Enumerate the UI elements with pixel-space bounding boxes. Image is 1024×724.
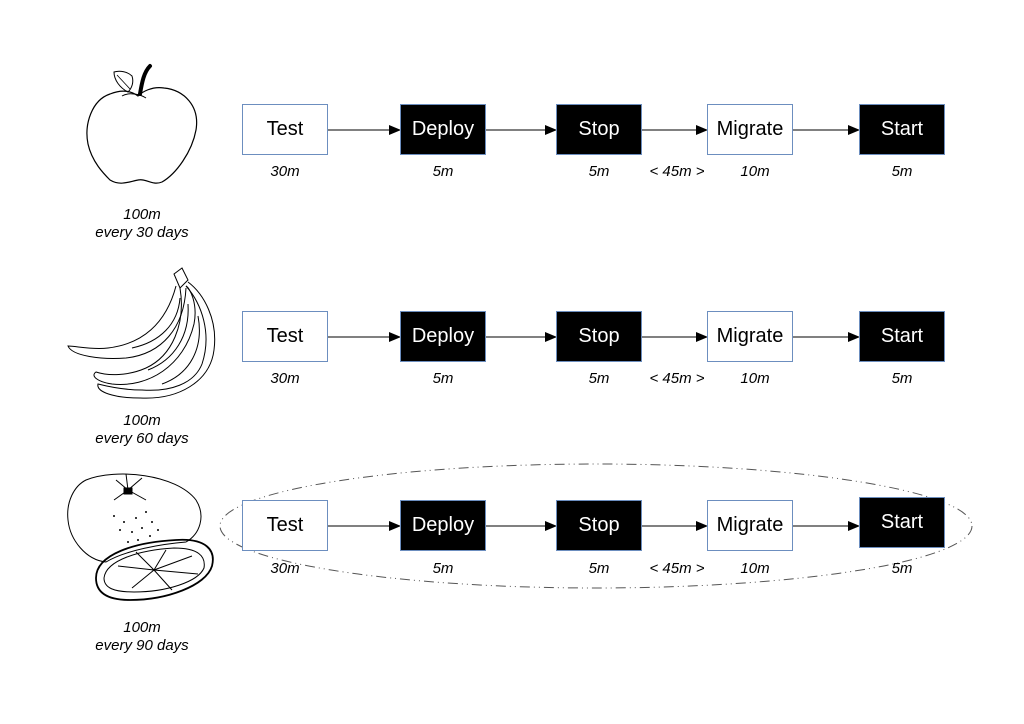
step-label: Deploy <box>411 118 475 140</box>
step-migrate[interactable]: Migrate <box>707 500 793 551</box>
apple-icon <box>86 64 198 184</box>
step-stop[interactable]: Stop <box>556 500 642 551</box>
step-duration: 5m <box>891 560 913 577</box>
step-label: Start <box>880 325 924 347</box>
row-3-caption: 100m every 90 days <box>62 619 222 655</box>
step-label: Start <box>880 118 924 140</box>
step-label: Deploy <box>411 514 475 536</box>
step-start[interactable]: Start <box>859 311 945 362</box>
step-duration: 10m <box>740 163 770 180</box>
step-label: Migrate <box>716 118 784 140</box>
step-duration: 5m <box>432 370 454 387</box>
step-test[interactable]: Test <box>242 311 328 362</box>
step-label: Migrate <box>716 325 784 347</box>
step-duration: 10m <box>740 560 770 577</box>
row-2-caption: 100m every 60 days <box>62 412 222 448</box>
step-duration: 30m <box>270 163 300 180</box>
gap-duration: < 45m > <box>649 370 705 387</box>
step-duration: 5m <box>432 560 454 577</box>
step-duration: 30m <box>270 370 300 387</box>
step-label: Test <box>266 325 304 347</box>
step-duration: 5m <box>891 163 913 180</box>
row-1-caption: 100m every 30 days <box>62 206 222 242</box>
step-stop[interactable]: Stop <box>556 311 642 362</box>
row-2-total-duration: 100m <box>123 412 161 429</box>
step-label: Test <box>266 514 304 536</box>
step-duration: 5m <box>891 370 913 387</box>
highlight-ellipse <box>219 463 973 589</box>
step-start[interactable]: Start <box>859 104 945 155</box>
step-duration: 5m <box>432 163 454 180</box>
step-label: Stop <box>578 325 620 347</box>
step-deploy[interactable]: Deploy <box>400 104 486 155</box>
row-2-frequency: every 60 days <box>95 430 189 447</box>
row-3-total-duration: 100m <box>123 619 161 636</box>
step-label: Deploy <box>411 325 475 347</box>
row-1-frequency: every 30 days <box>95 224 189 241</box>
step-stop[interactable]: Stop <box>556 104 642 155</box>
step-duration: 5m <box>588 560 610 577</box>
step-deploy[interactable]: Deploy <box>400 311 486 362</box>
step-label: Migrate <box>716 514 784 536</box>
step-duration: 5m <box>588 370 610 387</box>
orange-icon <box>67 473 214 601</box>
step-duration: 30m <box>270 560 300 577</box>
step-deploy[interactable]: Deploy <box>400 500 486 551</box>
banana-icon <box>67 267 216 399</box>
step-test[interactable]: Test <box>242 500 328 551</box>
step-label: Stop <box>578 514 620 536</box>
step-duration: 10m <box>740 370 770 387</box>
step-start[interactable]: Start <box>859 497 945 548</box>
step-migrate[interactable]: Migrate <box>707 311 793 362</box>
step-duration: 5m <box>588 163 610 180</box>
step-label: Stop <box>578 118 620 140</box>
row-1-total-duration: 100m <box>123 206 161 223</box>
step-migrate[interactable]: Migrate <box>707 104 793 155</box>
step-label: Test <box>266 118 304 140</box>
row-3-frequency: every 90 days <box>95 637 189 654</box>
step-label: Start <box>880 511 924 533</box>
gap-duration: < 45m > <box>649 163 705 180</box>
gap-duration: < 45m > <box>649 560 705 577</box>
step-test[interactable]: Test <box>242 104 328 155</box>
